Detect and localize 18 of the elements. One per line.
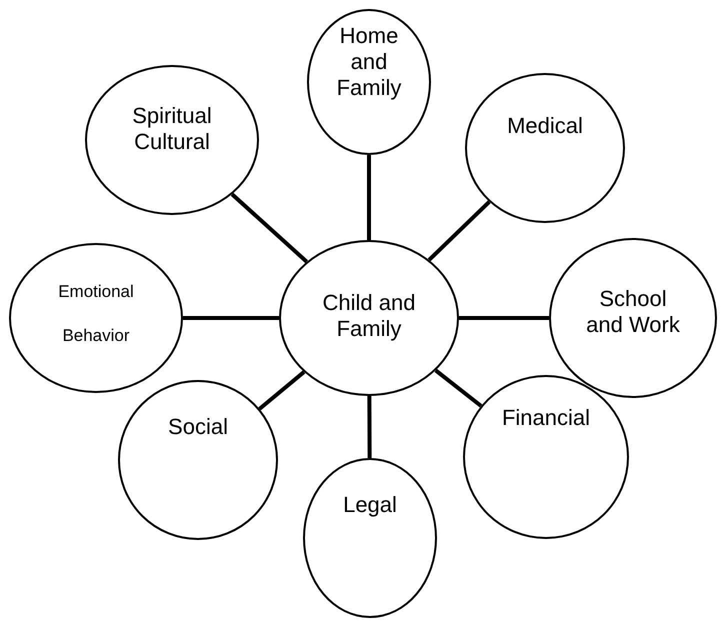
connector-line <box>459 316 549 320</box>
node-label: Child and Family <box>322 290 416 342</box>
node-label: Home and Family <box>336 23 402 101</box>
node-label: Social <box>168 414 228 440</box>
connector-line <box>428 200 491 262</box>
connector-line <box>230 192 308 264</box>
node-label: Behavior <box>62 325 130 347</box>
node-label: Emotional <box>58 281 134 303</box>
connector-line <box>434 368 482 408</box>
node-label: Medical <box>507 113 583 139</box>
node-label: Spiritual Cultural <box>131 103 213 155</box>
connector-line <box>183 316 279 320</box>
connector-line <box>367 155 371 240</box>
node-label: School and Work <box>585 286 681 338</box>
node-label: Legal <box>343 492 397 518</box>
node-label: Financial <box>502 405 590 431</box>
connector-line <box>258 370 306 410</box>
connector-line <box>367 396 372 458</box>
